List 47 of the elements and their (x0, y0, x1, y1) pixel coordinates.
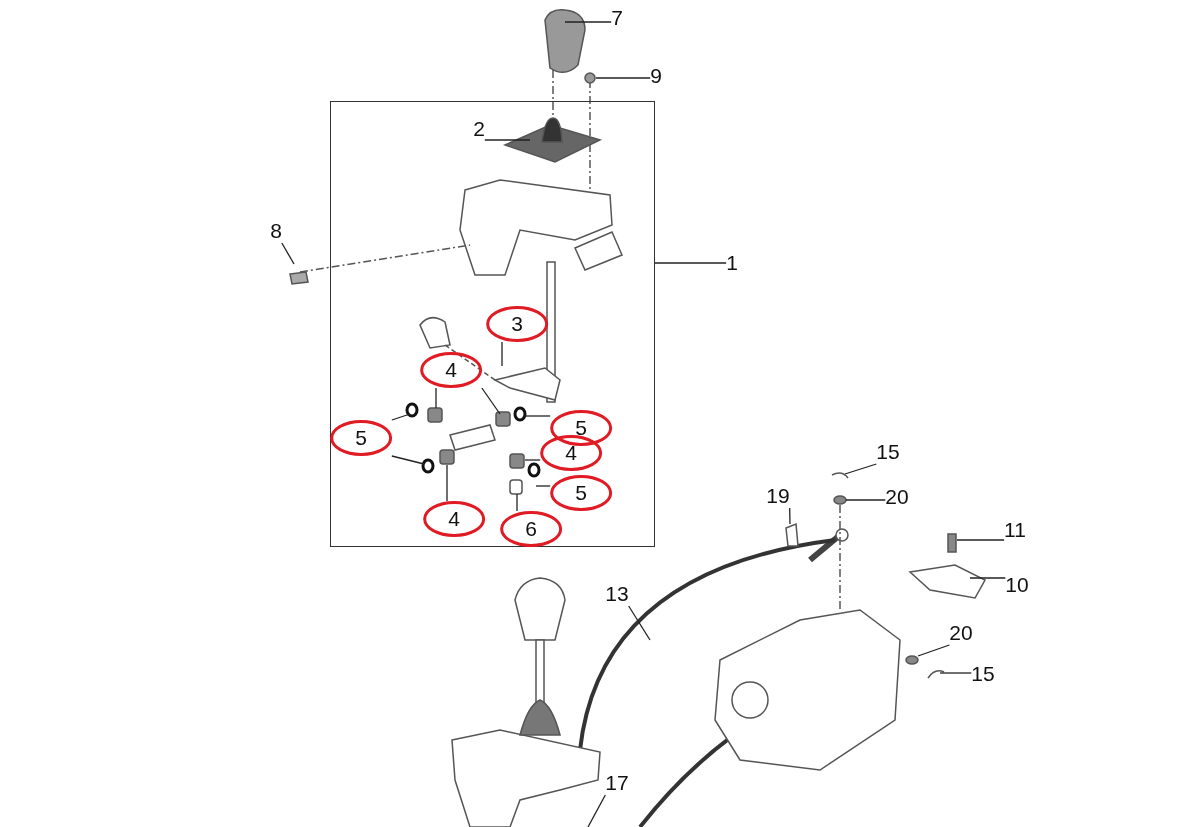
leader-line (969, 577, 1006, 579)
callout-number: 19 (766, 484, 790, 508)
callout-number: 20 (949, 621, 973, 645)
leader-line (956, 539, 1005, 541)
leader-line (446, 464, 448, 502)
leader-line (844, 463, 877, 475)
callout-number: 5 (550, 475, 612, 511)
leader-line (391, 455, 425, 465)
callout-number: 15 (971, 662, 995, 686)
leader-line (524, 415, 551, 417)
leader-line (654, 262, 727, 264)
callout-number: 9 (650, 64, 662, 88)
callout-number: 4 (423, 501, 485, 537)
leader-line (845, 499, 886, 501)
leader-line (484, 139, 531, 141)
leader-line (595, 77, 651, 79)
callout-number: 7 (611, 6, 623, 30)
callout-number: 6 (500, 511, 562, 547)
leader-line (524, 459, 541, 461)
leader-line (391, 413, 411, 421)
callout-number: 13 (605, 582, 629, 606)
leader-line (435, 387, 437, 409)
leader-line (789, 507, 791, 525)
callout-number: 4 (540, 435, 602, 471)
callout-number: 1 (726, 251, 738, 275)
callout-number: 11 (1004, 518, 1026, 542)
callout-number: 15 (876, 440, 900, 464)
leader-line (628, 605, 651, 641)
leader-line (501, 341, 503, 367)
leader-line (535, 485, 551, 487)
callout-number: 10 (1005, 573, 1029, 597)
callout-number: 8 (270, 219, 282, 243)
callout-number: 17 (605, 771, 629, 795)
callout-number: 20 (885, 485, 909, 509)
leader-line (939, 672, 972, 674)
assembly-frame (330, 101, 655, 547)
callout-number: 4 (420, 352, 482, 388)
leader-line (481, 387, 501, 415)
leader-line (516, 493, 518, 512)
leader-line (281, 242, 295, 265)
callout-number: 5 (330, 420, 392, 456)
leader-line (587, 794, 606, 827)
callout-number: 2 (473, 117, 485, 141)
callout-number: 3 (486, 306, 548, 342)
leader-line (917, 644, 950, 657)
leader-line (564, 21, 612, 23)
callout-number: 5 (550, 410, 612, 446)
